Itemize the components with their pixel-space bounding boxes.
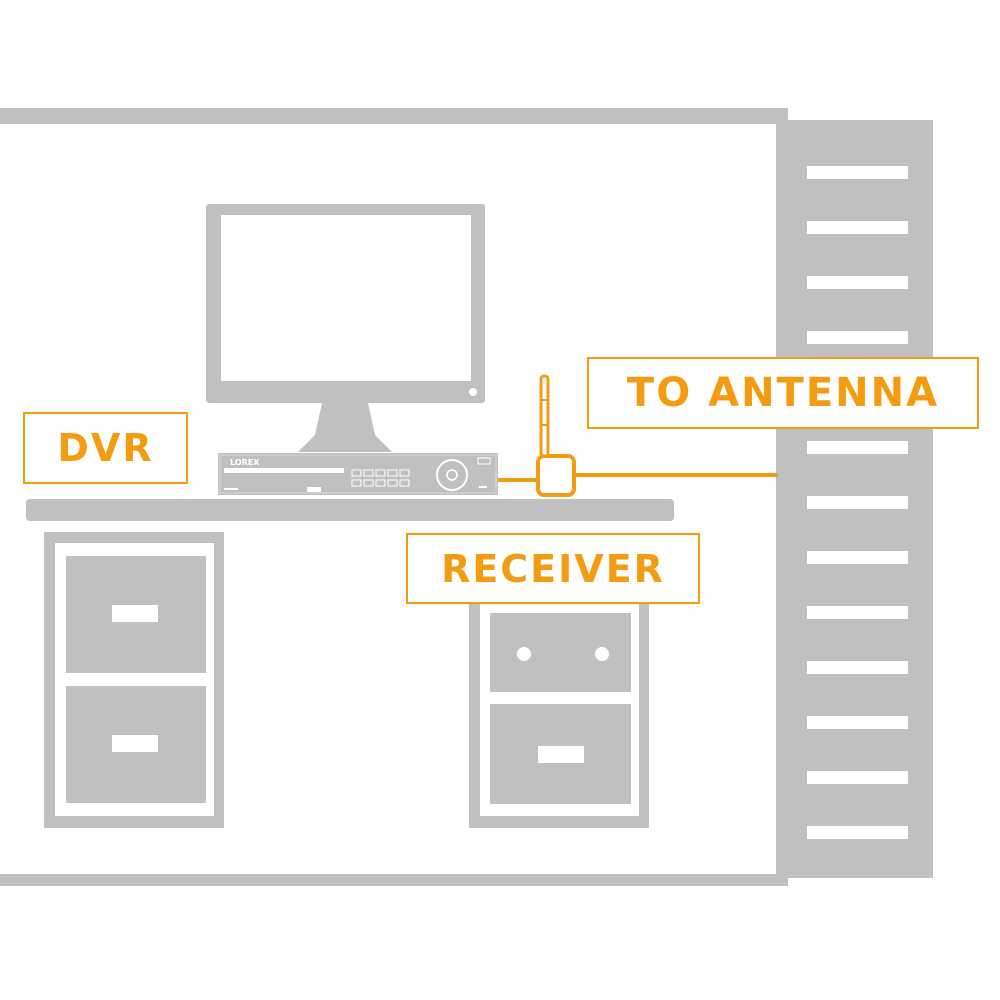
blind-slat <box>807 441 908 454</box>
blind-slat <box>807 331 908 344</box>
dvr-label: DVR <box>23 412 188 484</box>
monitor-icon <box>206 204 485 452</box>
dvr-panel-button <box>375 479 386 487</box>
dvr-panel-button <box>387 469 398 477</box>
blind-slat <box>807 276 908 289</box>
dvr-panel-button <box>363 479 374 487</box>
dvr-brand-text: LOREX <box>230 458 260 467</box>
blind-slat <box>807 826 908 839</box>
blind-slat <box>807 496 908 509</box>
receiver-label: RECEIVER <box>406 533 700 604</box>
desk-icon <box>26 499 674 521</box>
blind-slat <box>807 771 908 784</box>
blind-slat <box>807 716 908 729</box>
blind-slat <box>807 606 908 619</box>
dvr-panel-button <box>399 479 410 487</box>
blind-slat <box>807 661 908 674</box>
dvr-panel-button <box>351 469 362 477</box>
dvr-panel-button <box>363 469 374 477</box>
blind-slat <box>807 551 908 564</box>
dvr-panel-button <box>387 479 398 487</box>
room-wall <box>0 108 788 886</box>
dvr-panel-button <box>399 469 410 477</box>
to-antenna-label: TO ANTENNA <box>587 357 979 429</box>
dvr-panel-button <box>351 479 362 487</box>
drawer-unit-icon <box>469 598 649 828</box>
antenna-receiver-icon <box>536 374 576 497</box>
dvr-icon: LOREX <box>218 453 498 495</box>
file-cabinet-icon <box>44 532 224 828</box>
dvr-panel-button <box>375 469 386 477</box>
blind-slat <box>807 166 908 179</box>
blind-slat <box>807 221 908 234</box>
window-icon <box>786 120 933 878</box>
